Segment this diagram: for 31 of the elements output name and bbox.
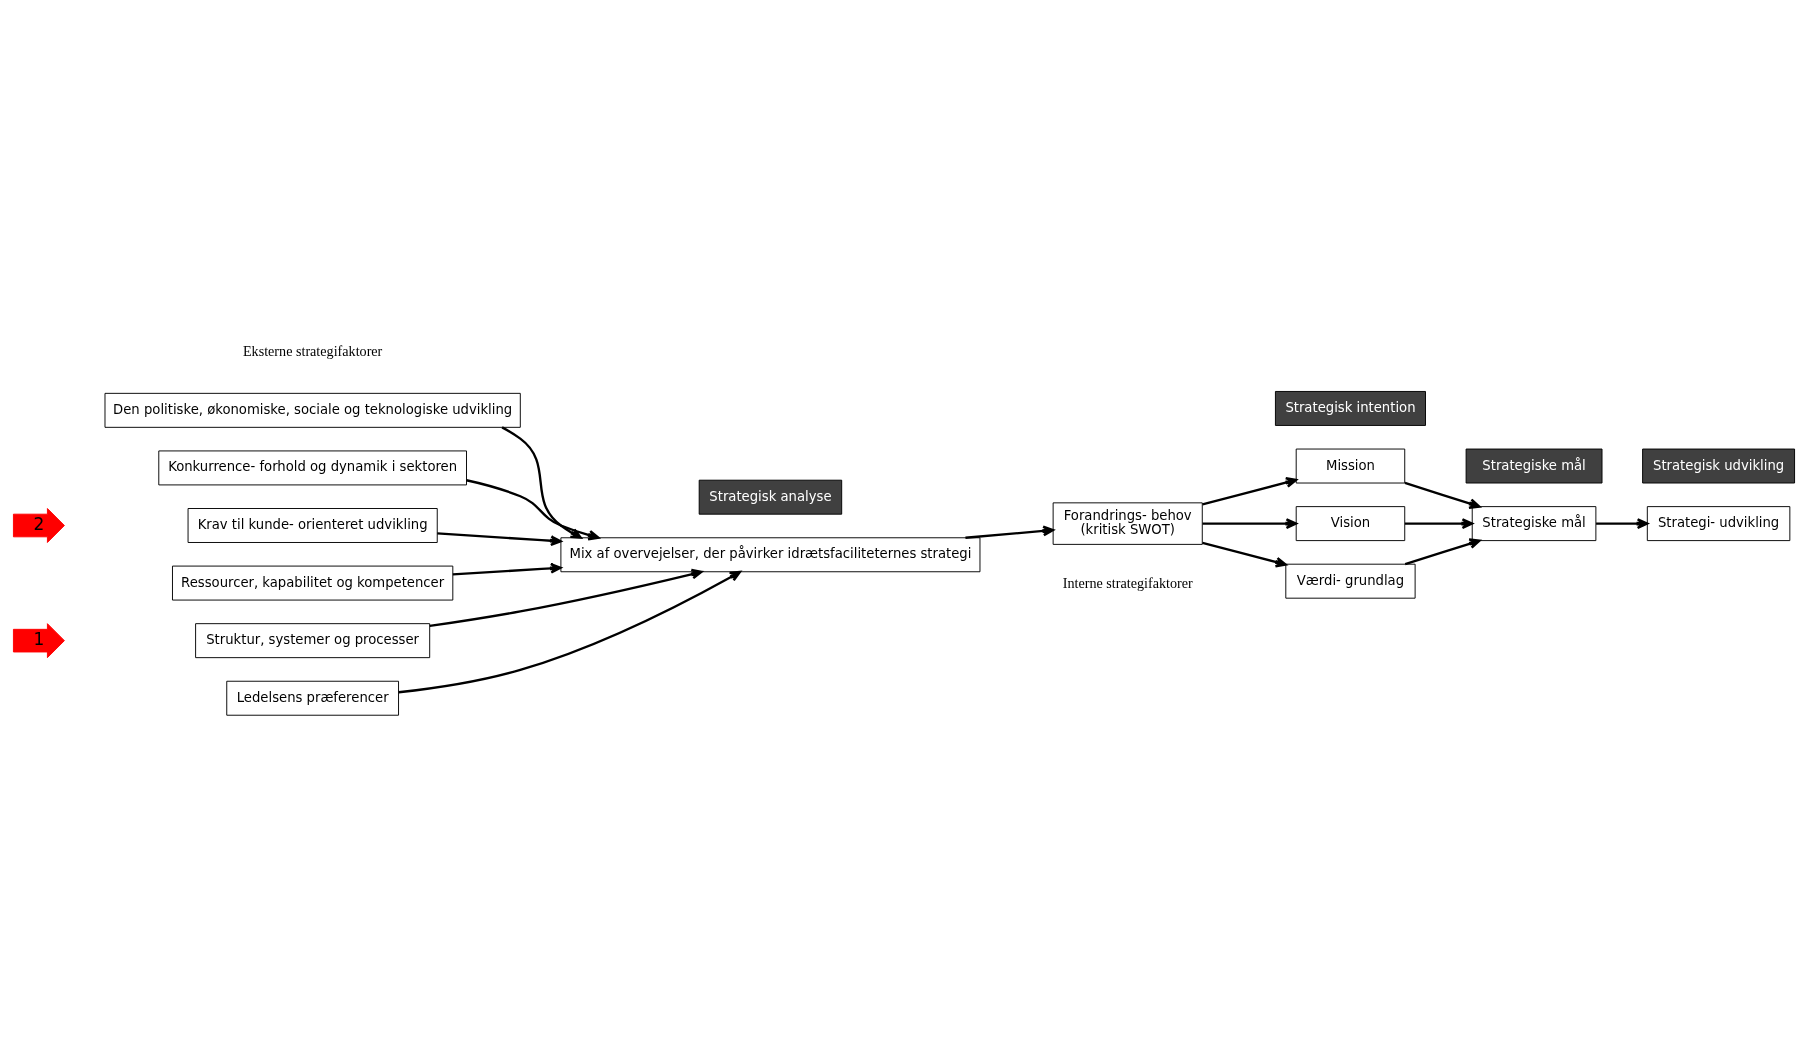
node-box: Konkurrence- forhold og dynamik i sektoren bbox=[158, 450, 467, 486]
node-box: Vision bbox=[1295, 506, 1406, 542]
node-box: Strategiske mål bbox=[1471, 506, 1597, 542]
node-box: Værdi- grundlag bbox=[1285, 563, 1416, 599]
node-box: Strategisk analyse bbox=[698, 479, 843, 515]
arrow bbox=[1596, 518, 1649, 530]
arrow bbox=[437, 532, 562, 547]
arrow bbox=[1202, 477, 1298, 506]
arrow bbox=[398, 570, 742, 694]
node-box: Struktur, systemer og processer bbox=[195, 623, 431, 659]
arrow bbox=[1202, 518, 1298, 530]
node-box: Strategi- udvikling bbox=[1646, 506, 1791, 542]
node-box: Forandrings- behov (kritisk SWOT) bbox=[1052, 502, 1203, 545]
label: Eksterne strategifaktorer bbox=[242, 343, 383, 360]
arrow bbox=[1404, 518, 1474, 530]
node-box: Den politiske, økonomiske, sociale og teknologiske udvikling bbox=[104, 392, 521, 428]
arrow bbox=[429, 568, 703, 628]
node-box: Strategiske mål bbox=[1465, 448, 1603, 484]
node-box: Mix af overvejelser, der påvirker idrætsfaciliteternes strategi bbox=[560, 537, 981, 573]
node-box: Krav til kunde- orienteret udvikling bbox=[187, 508, 438, 543]
arrow bbox=[1202, 541, 1287, 568]
label: Interne strategifaktorer bbox=[1062, 575, 1193, 592]
arrow bbox=[1404, 538, 1481, 566]
node-box: Strategisk intention bbox=[1274, 391, 1426, 426]
arrow bbox=[452, 562, 562, 576]
arrow bbox=[965, 525, 1055, 539]
node-box: Ressourcer, kapabilitet og kompetencer bbox=[172, 565, 454, 601]
node-box: Ledelsens præferencer bbox=[226, 680, 399, 716]
node-box: Mission bbox=[1295, 448, 1406, 484]
node-box: Strategisk udvikling bbox=[1642, 448, 1796, 484]
arrow bbox=[1404, 481, 1481, 509]
